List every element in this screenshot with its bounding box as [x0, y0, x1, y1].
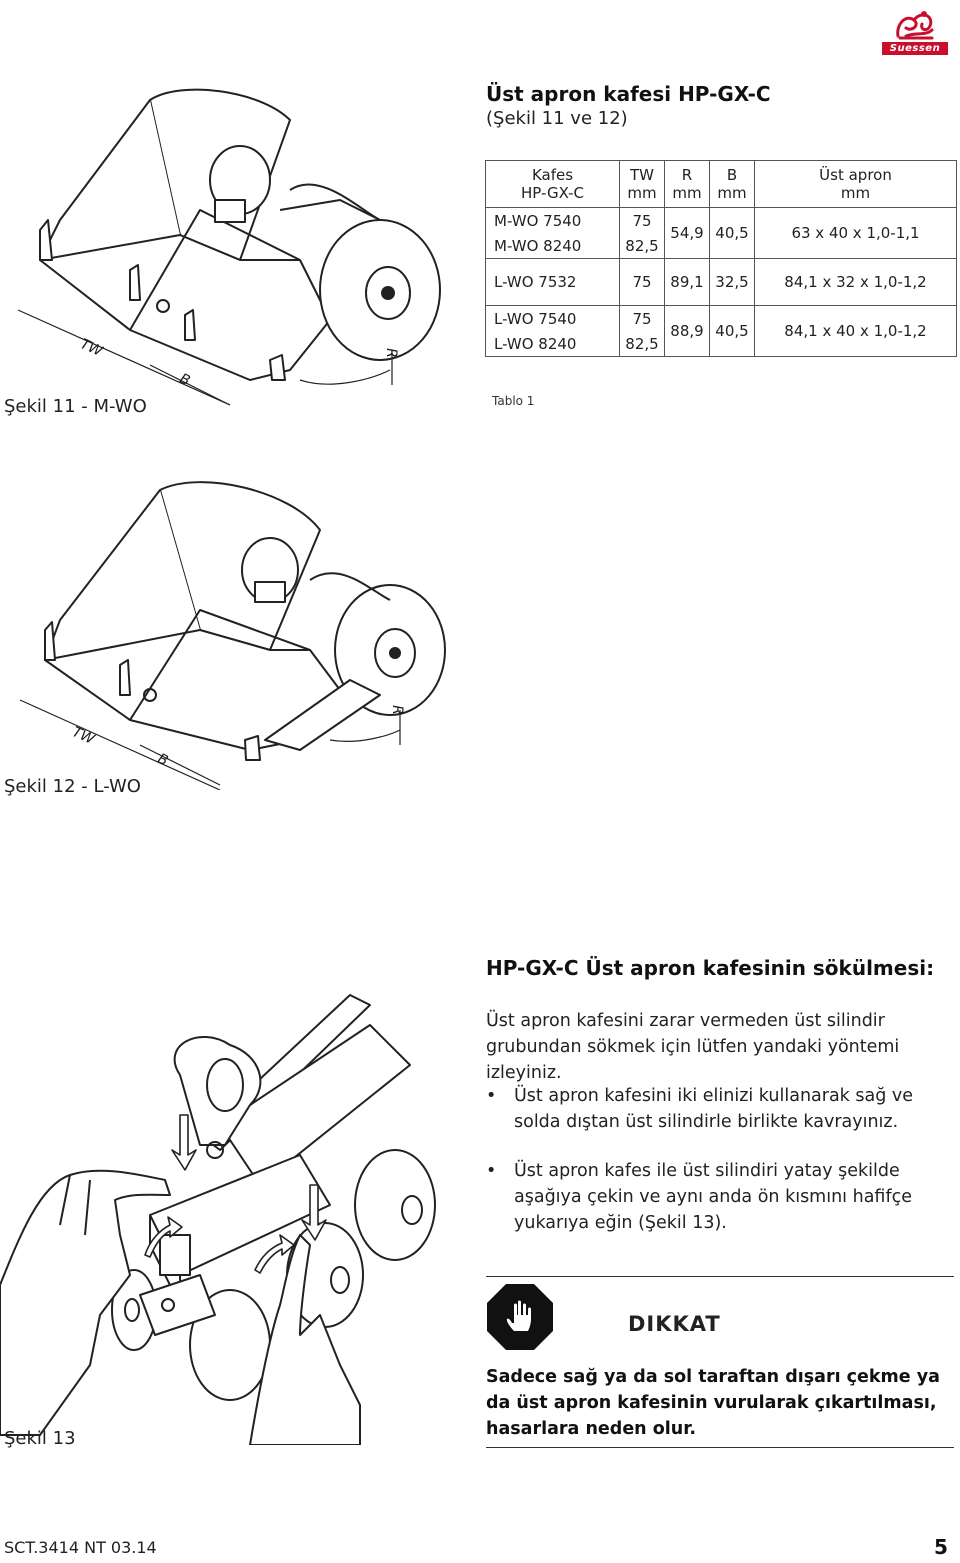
table-cell: 40,5 [709, 305, 755, 357]
table-cell: 84,1 x 40 x 1,0-1,2 [754, 305, 957, 357]
bullet-text: Üst apron kafesini iki elinizi kullanara… [514, 1086, 914, 1132]
dimension-label-r: R [388, 705, 405, 715]
header-text: mm [627, 184, 657, 202]
header-text: mm [840, 184, 871, 202]
table-cell: 63 x 40 x 1,0-1,1 [754, 207, 957, 259]
suessen-logo: Suessen [876, 6, 952, 56]
table-row: L-WO 7532 75 89,1 32,5 84,1 x 32 x 1,0-1… [485, 258, 957, 306]
table-cell: L-WO 8240 [485, 331, 620, 357]
table-cell: L-WO 7532 [485, 258, 620, 306]
section-title: Üst apron kafesi HP-GX-C [486, 82, 771, 106]
list-item: • Üst apron kafesini iki elinizi kullana… [486, 1083, 956, 1135]
stop-hand-icon [486, 1283, 554, 1351]
header-text: TW [630, 166, 654, 184]
table-cell: 84,1 x 32 x 1,0-1,2 [754, 258, 957, 306]
table-caption: Tablo 1 [492, 394, 535, 408]
header-kafes: Kafes HP-GX-C [485, 160, 620, 208]
table-cell: 75 [619, 207, 665, 233]
figure-11-m-wo: TW B R [0, 60, 480, 420]
figure-12-l-wo: TW B R [0, 470, 480, 790]
bullet-text: Üst apron kafes ile üst silindiri yatay … [514, 1161, 912, 1233]
header-tw: TW mm [619, 160, 665, 208]
document-code: SCT.3414 NT 03.14 [4, 1538, 157, 1557]
removal-intro: Üst apron kafesini zarar vermeden üst si… [486, 1011, 900, 1083]
table-row: M-WO 8240 82,5 [485, 233, 957, 259]
list-item: • Üst apron kafes ile üst silindiri yata… [486, 1158, 956, 1236]
table-cell: 89,1 [664, 258, 710, 306]
table-cell: 54,9 [664, 207, 710, 259]
logo-emblem-icon [896, 11, 934, 40]
table-cell: M-WO 7540 [485, 207, 620, 233]
removal-title: HP-GX-C Üst apron kafesinin sökülmesi: [486, 956, 935, 980]
table-row: M-WO 7540 75 54,9 40,5 63 x 40 x 1,0-1,1 [485, 207, 957, 259]
table-cell: M-WO 8240 [485, 233, 620, 259]
table-cell: L-WO 7540 [485, 305, 620, 331]
page-number: 5 [934, 1535, 948, 1559]
header-apron: Üst apron mm [754, 160, 957, 208]
header-text: B [726, 166, 738, 184]
bullet-dot: • [486, 1161, 497, 1181]
caution-divider-bottom [486, 1447, 954, 1448]
table-cell: 40,5 [709, 207, 755, 259]
header-text: HP-GX-C [521, 184, 584, 202]
caution-divider-top [486, 1276, 954, 1277]
spec-table: Kafes HP-GX-C TW mm R mm B mm Üst apron … [485, 160, 957, 357]
table-cell: 75 [619, 305, 665, 331]
figure-12-caption: Şekil 12 - L-WO [4, 776, 141, 797]
header-text: Üst apron [819, 166, 892, 184]
figure-11-caption: Şekil 11 - M-WO [4, 396, 147, 417]
caution-label: DIKKAT [628, 1312, 721, 1336]
table-header-row: Kafes HP-GX-C TW mm R mm B mm Üst apron … [485, 160, 957, 208]
header-b: B mm [709, 160, 755, 208]
section-subtitle: (Şekil 11 ve 12) [486, 108, 628, 129]
table-cell: 75 [619, 258, 665, 306]
figure-13-hands-removal [0, 985, 480, 1445]
header-text: mm [717, 184, 747, 202]
table-cell: 32,5 [709, 258, 755, 306]
header-text: mm [672, 184, 702, 202]
table-row: L-WO 8240 82,5 [485, 331, 957, 357]
figure-13-caption: Şekil 13 [4, 1428, 76, 1449]
table-cell: 82,5 [619, 233, 665, 259]
table-cell: 88,9 [664, 305, 710, 357]
header-text: R [681, 166, 693, 184]
header-text: Kafes [531, 166, 574, 184]
header-r: R mm [664, 160, 710, 208]
dimension-label-r: R [382, 348, 399, 358]
table-cell: 82,5 [619, 331, 665, 357]
bullet-dot: • [486, 1086, 497, 1106]
logo-wordmark: Suessen [882, 42, 948, 55]
table-row: L-WO 7540 75 88,9 40,5 84,1 x 40 x 1,0-1… [485, 305, 957, 357]
caution-text: Sadece sağ ya da sol taraftan dışarı çek… [486, 1367, 940, 1439]
